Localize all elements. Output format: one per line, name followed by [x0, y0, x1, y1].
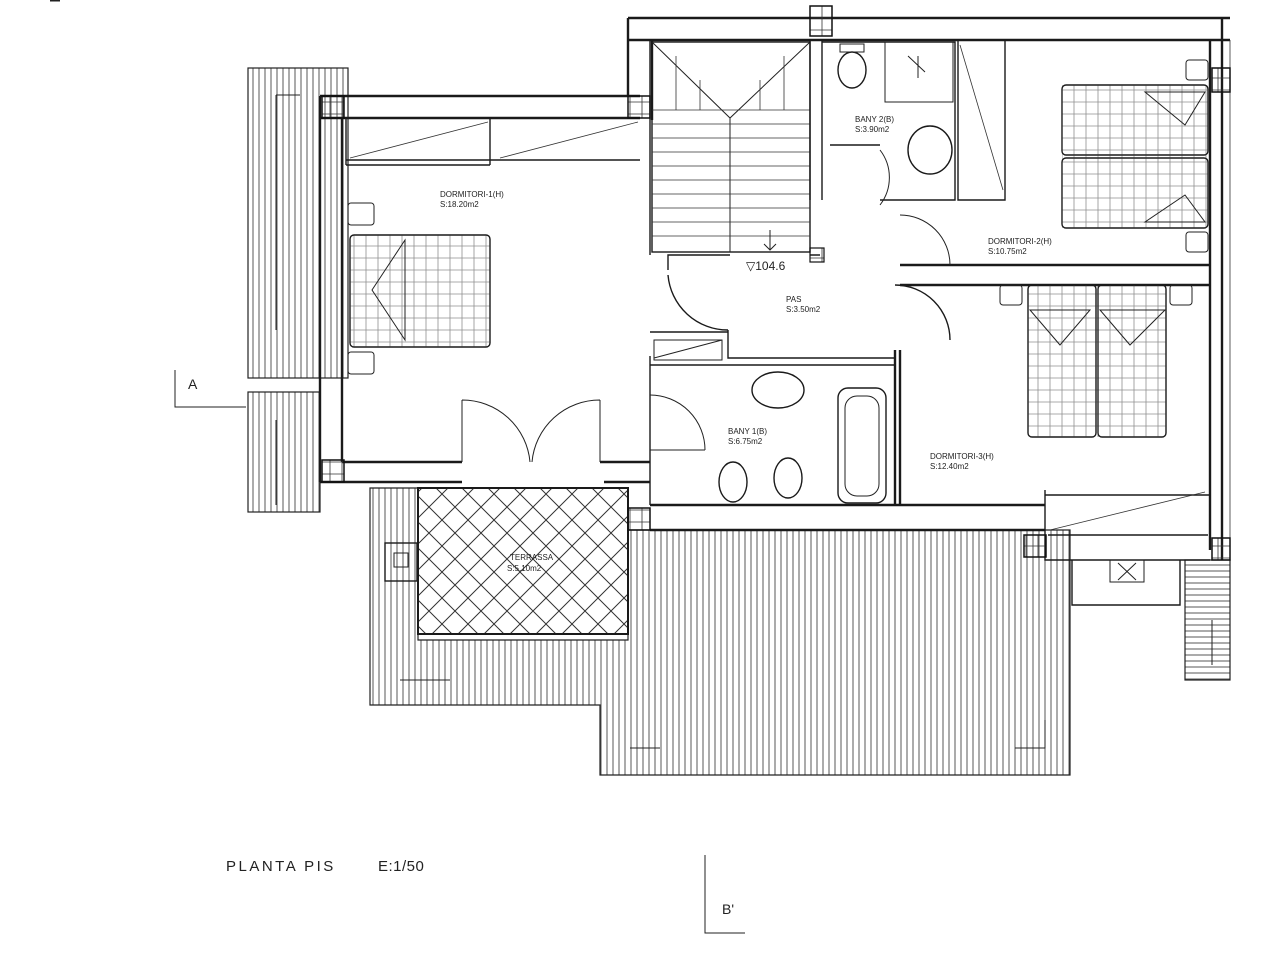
bed-dormitori-3 [999, 284, 1193, 438]
bed-dormitori-1 [347, 202, 491, 375]
room-name-dormitori2: DORMITORI-2(H) [988, 237, 1052, 246]
section-mark-a: A [174, 370, 246, 408]
deck-right [1184, 559, 1231, 681]
section-label-a: A [188, 376, 198, 392]
section-label-b: B' [722, 901, 734, 917]
room-area-pas: S:3.50m2 [786, 305, 821, 314]
plan-scale: E:1/50 [378, 858, 424, 875]
room-area-dormitori1: S:18.20m2 [440, 200, 479, 209]
room-name-dormitori3: DORMITORI-3(H) [930, 452, 994, 461]
room-area-bany1: S:6.75m2 [728, 437, 763, 446]
level-mark: ▽104.6 [746, 259, 786, 273]
room-name-terrassa: TERRASSA [510, 553, 554, 562]
plan-title: PLANTA PIS [226, 858, 336, 875]
section-mark-b: B' [704, 855, 745, 934]
room-name-pas: PAS [786, 295, 801, 304]
terrace-tiles [417, 487, 629, 635]
room-name-dormitori1: DORMITORI-1(H) [440, 190, 504, 199]
room-area-dormitori2: S:10.75m2 [988, 247, 1027, 256]
column-markers [321, 5, 1231, 561]
room-area-terrassa: S:5.10m2 [507, 564, 542, 573]
walls [318, 16, 1231, 606]
room-area-bany2: S:3.90m2 [855, 125, 890, 134]
column-terrace [384, 542, 418, 582]
room-labels: DORMITORI-1(H) S:18.20m2 BANY 2(B) S:3.9… [440, 115, 1052, 573]
deck-left [247, 67, 349, 513]
room-name-bany2: BANY 2(B) [855, 115, 894, 124]
drawing-title: PLANTA PIS E:1/50 [226, 858, 424, 875]
bed-dormitori-2 [1061, 59, 1209, 253]
room-area-dormitori3: S:12.40m2 [930, 462, 969, 471]
stair-arrow-icon [763, 230, 777, 251]
room-name-bany1: BANY 1(B) [728, 427, 767, 436]
bathroom-fixtures [718, 43, 953, 504]
